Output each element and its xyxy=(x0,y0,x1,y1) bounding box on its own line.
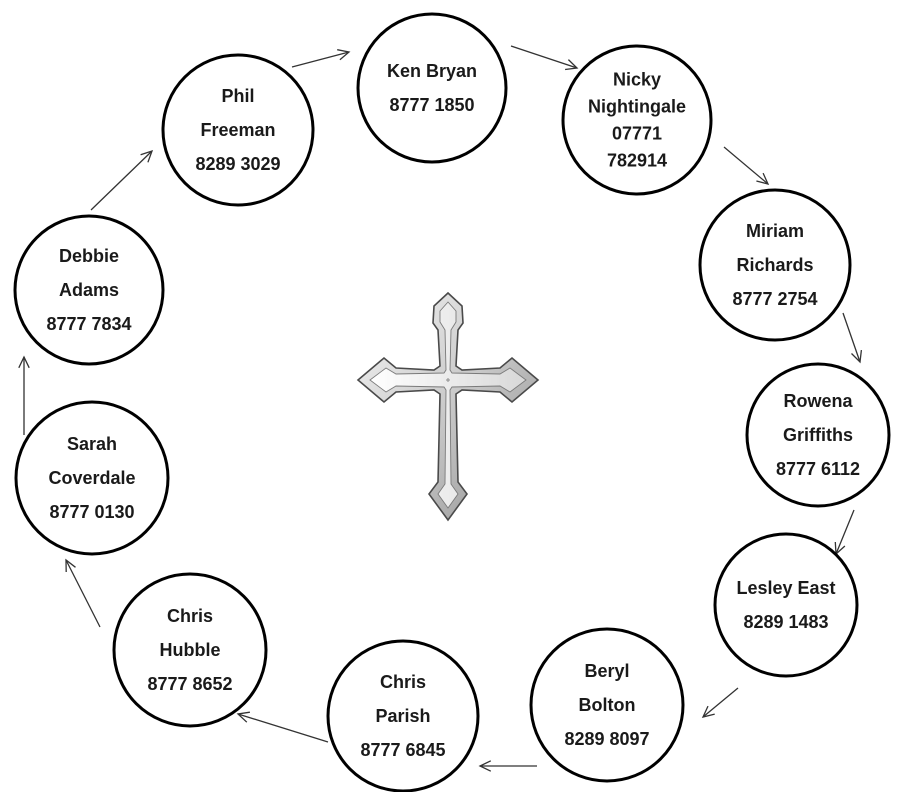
arrow-chris-hubble-to-sarah-coverdale xyxy=(66,560,100,627)
arrow-line xyxy=(66,560,100,627)
node-label: 8777 6845 xyxy=(360,740,445,760)
node-ken-bryan: Ken Bryan 8777 1850 xyxy=(358,14,506,162)
node-label: Parish xyxy=(375,706,430,726)
node-label: 8289 1483 xyxy=(743,612,828,632)
node-label: Griffiths xyxy=(783,425,853,445)
arrow-line xyxy=(836,510,854,554)
node-label: 8289 3029 xyxy=(195,154,280,174)
arrow-line xyxy=(843,313,860,362)
cross-icon xyxy=(358,293,538,520)
node-label: 8777 2754 xyxy=(732,289,817,309)
arrow-phil-freeman-to-ken-bryan xyxy=(292,50,349,67)
arrow-line xyxy=(238,714,328,742)
arrow-line xyxy=(91,151,152,210)
arrow-line xyxy=(703,688,738,717)
node-label: 8777 1850 xyxy=(389,95,474,115)
arrow-line xyxy=(724,147,768,184)
arrow-ken-bryan-to-nicky-nightingale xyxy=(511,46,577,70)
node-label: Freeman xyxy=(200,120,275,140)
node-label: Coverdale xyxy=(48,468,135,488)
node-label: Rowena xyxy=(783,391,853,411)
node-label: Debbie xyxy=(59,246,119,266)
node-label: 8777 7834 xyxy=(46,314,131,334)
node-label: 8777 6112 xyxy=(776,459,860,479)
arrow-line xyxy=(511,46,577,68)
node-label: Lesley East xyxy=(736,578,835,598)
node-label: Hubble xyxy=(160,640,221,660)
node-label: Adams xyxy=(59,280,119,300)
node-label: 8777 8652 xyxy=(147,674,232,694)
node-label: Bolton xyxy=(579,695,636,715)
node-label: 07771 xyxy=(612,124,662,144)
arrow-beryl-bolton-to-chris-parish xyxy=(480,761,537,771)
node-label: Chris xyxy=(380,672,426,692)
node-lesley-east: Lesley East 8289 1483 xyxy=(715,534,857,676)
node-label: Richards xyxy=(736,255,813,275)
arrow-nicky-nightingale-to-miriam-richards xyxy=(724,147,768,184)
arrow-rowena-griffiths-to-lesley-east xyxy=(835,510,854,554)
node-circle xyxy=(715,534,857,676)
arrow-sarah-coverdale-to-debbie-adams xyxy=(19,357,29,435)
node-label: Nightingale xyxy=(588,97,686,117)
node-label: 8289 8097 xyxy=(564,729,649,749)
arrow-chris-parish-to-chris-hubble xyxy=(238,712,328,742)
node-label: Sarah xyxy=(67,434,117,454)
node-label: 8777 0130 xyxy=(49,502,134,522)
arrow-debbie-adams-to-phil-freeman xyxy=(91,151,152,210)
node-circle xyxy=(358,14,506,162)
node-label: Nicky xyxy=(613,70,661,90)
arrow-miriam-richards-to-rowena-griffiths xyxy=(843,313,861,362)
node-label: 782914 xyxy=(607,151,667,171)
node-label: Beryl xyxy=(584,661,629,681)
node-label: Miriam xyxy=(746,221,804,241)
node-circle xyxy=(563,46,711,194)
node-label: Chris xyxy=(167,606,213,626)
arrow-lesley-east-to-beryl-bolton xyxy=(703,688,738,717)
node-label: Ken Bryan xyxy=(387,61,477,81)
node-label: Phil xyxy=(221,86,254,106)
